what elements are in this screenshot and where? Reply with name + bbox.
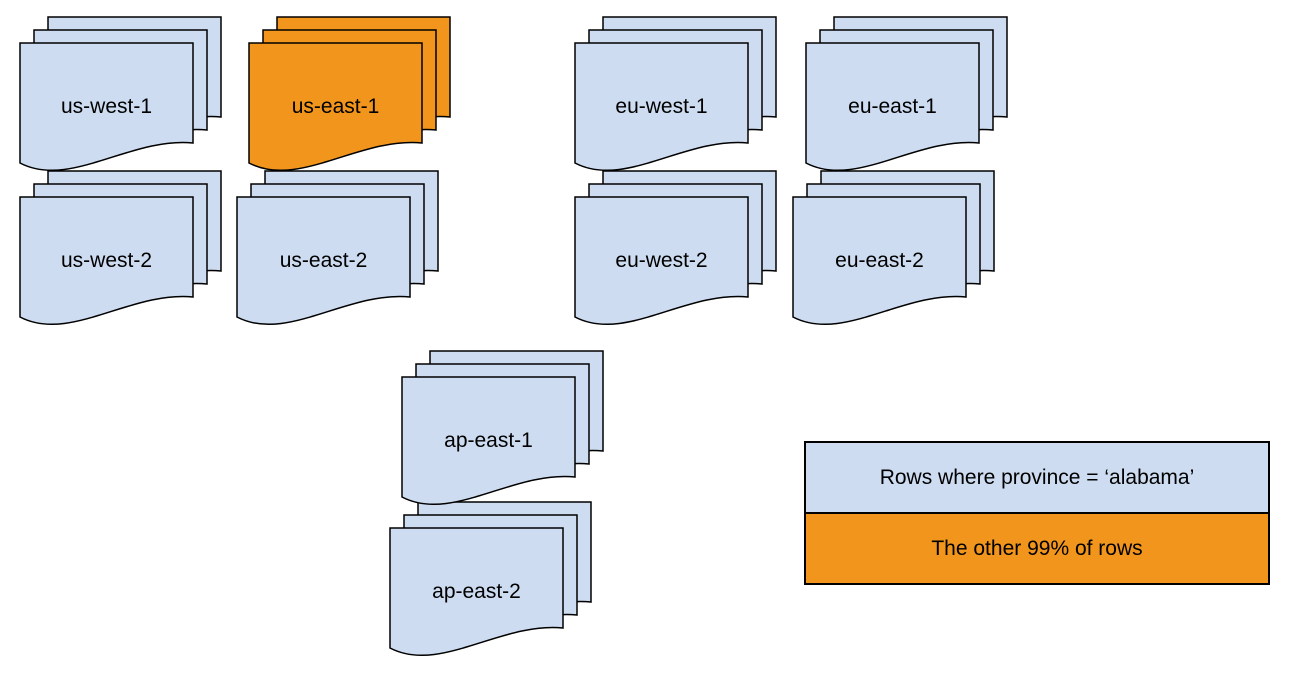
- stacked-documents-icon: [19, 170, 222, 326]
- document-front: [389, 527, 564, 657]
- stacked-documents-icon: [805, 16, 1008, 172]
- region-stack-us-west-1: us-west-1: [18, 15, 224, 175]
- stacked-documents-icon: [389, 501, 592, 657]
- legend-item-other-rows: The other 99% of rows: [806, 514, 1268, 583]
- stacked-documents-icon: [236, 170, 439, 326]
- document-front: [401, 376, 576, 506]
- stacked-documents-icon: [792, 170, 995, 326]
- legend-item-province-rows: Rows where province = ‘alabama’: [806, 443, 1268, 514]
- region-stack-us-west-2: us-west-2: [18, 169, 224, 329]
- region-stack-eu-east-2: eu-east-2: [791, 169, 997, 329]
- document-front: [19, 42, 194, 172]
- region-stack-us-east-2: us-east-2: [235, 169, 441, 329]
- region-stack-ap-east-1: ap-east-1: [400, 349, 606, 509]
- document-front: [236, 196, 411, 326]
- region-stack-ap-east-2: ap-east-2: [388, 500, 594, 660]
- stacked-documents-icon: [401, 350, 604, 506]
- region-stack-us-east-1: us-east-1: [247, 15, 453, 175]
- legend-item-label: The other 99% of rows: [931, 536, 1143, 560]
- region-stack-eu-west-1: eu-west-1: [573, 15, 779, 175]
- document-front: [574, 42, 749, 172]
- document-front: [19, 196, 194, 326]
- legend-item-label: Rows where province = ‘alabama’: [879, 465, 1195, 489]
- stacked-documents-icon: [19, 16, 222, 172]
- legend: Rows where province = ‘alabama’ The othe…: [804, 441, 1270, 585]
- region-stack-eu-east-1: eu-east-1: [804, 15, 1010, 175]
- document-front: [792, 196, 967, 326]
- document-front: [574, 196, 749, 326]
- region-stack-eu-west-2: eu-west-2: [573, 169, 779, 329]
- stacked-documents-icon: [574, 170, 777, 326]
- stacked-documents-icon: [248, 16, 451, 172]
- document-front: [805, 42, 980, 172]
- document-front: [248, 42, 423, 172]
- stacked-documents-icon: [574, 16, 777, 172]
